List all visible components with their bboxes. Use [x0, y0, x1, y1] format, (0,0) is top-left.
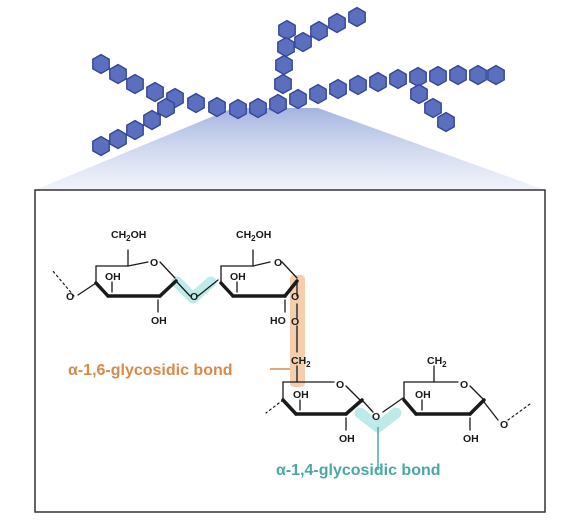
atom-ch2oh-ring1: CH2OH: [111, 229, 146, 243]
atom-o-glycosidic-14-top: O: [190, 291, 198, 303]
alpha14-label: α-1,4-glycosidic bond: [276, 462, 441, 479]
hexagon-icon: [187, 92, 205, 114]
hexagon-icon: [437, 111, 455, 133]
hexagon-icon: [143, 109, 161, 131]
hexagon-icon: [424, 97, 442, 119]
atom-ring-o-1: O: [150, 257, 158, 269]
hexagon-icon: [229, 98, 247, 120]
atom-oh-ring2-c3: OH: [230, 271, 246, 283]
hexagon-icon: [289, 88, 307, 110]
hexagon-icon: [109, 63, 127, 85]
hexagon-icon: [109, 128, 127, 150]
hexagon-icon: [469, 64, 487, 86]
hexagon-icon: [126, 73, 144, 95]
hexagon-icon: [349, 74, 367, 96]
atom-ring-o-3: O: [336, 379, 344, 391]
hexagon-icon: [429, 65, 447, 87]
hexagon-icon: [410, 83, 428, 105]
hexagon-icon: [310, 20, 328, 42]
hexagon-icon: [277, 36, 295, 58]
hexagon-icon: [249, 97, 267, 119]
atom-oh-ring1-c2: OH: [151, 315, 167, 327]
atom-ch2oh-ring2: CH2OH: [236, 229, 271, 243]
hexagon-icon: [409, 66, 427, 88]
atom-ch2-ring3: CH2: [291, 355, 311, 369]
atom-oh-ring4-c3: OH: [415, 389, 431, 401]
alpha16-label: α-1,6-glycosidic bond: [68, 362, 233, 379]
atom-o-left-link: O: [66, 291, 74, 303]
hexagon-icon: [348, 6, 366, 28]
atom-o-right-link: O: [500, 419, 508, 431]
hexagon-icon: [278, 19, 296, 41]
hexagon-icon: [487, 64, 505, 86]
hexagon-icon: [369, 71, 387, 93]
glucose-ring-4: [402, 365, 531, 431]
glucose-ring-2: [219, 249, 299, 353]
hexagon-icon: [146, 81, 164, 103]
hexagon-icon: [275, 54, 293, 76]
atom-oh-ring4-c2: OH: [463, 433, 479, 445]
atom-oh-ring3-c2: OH: [339, 433, 355, 445]
hexagon-icon: [269, 93, 287, 115]
hexagon-icon: [92, 53, 110, 75]
glucose-ring-3: [265, 365, 404, 431]
hexagon-icon: [208, 96, 226, 118]
hexagon-icon: [309, 83, 327, 105]
hexagon-icon: [157, 97, 175, 119]
hexagon-icon: [449, 64, 467, 86]
atom-oh-ring3-c3: OH: [293, 389, 309, 401]
zoom-fan: [35, 108, 545, 190]
hexagon-icon: [126, 119, 144, 141]
atom-ho-ring2-c2: HO: [270, 315, 286, 327]
glucose-ring-1: [51, 249, 219, 313]
atom-ch2-ring4: CH2: [427, 355, 447, 369]
glycogen-branches: [92, 6, 505, 157]
hexagon-icon: [92, 135, 110, 157]
atom-ring-o-4: O: [460, 379, 468, 391]
atom-ring-o-2: O: [274, 257, 282, 269]
atom-oh-ring1-c3: OH: [105, 271, 121, 283]
hexagon-icon: [328, 12, 346, 34]
atom-o-glycosidic-16: O: [291, 316, 299, 328]
hexagon-icon: [294, 31, 312, 53]
atom-o-glycosidic-14-bottom: O: [372, 411, 380, 423]
atom-o-ring2-c1: O: [291, 291, 299, 303]
hexagon-icon: [274, 73, 292, 95]
hexagon-icon: [389, 68, 407, 90]
hexagon-icon: [329, 78, 347, 100]
